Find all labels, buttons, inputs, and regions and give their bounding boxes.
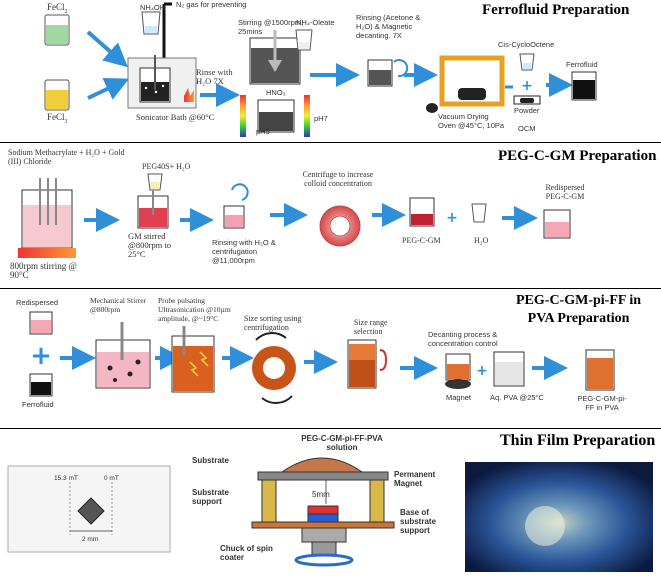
- n2-label: N₂ gas for preventing: [176, 0, 247, 9]
- sonicator-bath: [127, 55, 197, 109]
- magnet-diamond: [77, 497, 105, 525]
- size-range-label: Size range selection: [354, 318, 388, 336]
- size-sorting-ring: [252, 332, 296, 404]
- stirring-label: Stirring @1500rpm, 25mins: [238, 18, 304, 36]
- h2o-beaker: [471, 203, 487, 223]
- peg-c-gm-label: PEG-C-GM: [402, 236, 441, 245]
- rinsing-centrifuge-label: Rinsing with H₂O & centrifugation @11,00…: [212, 238, 276, 265]
- fecl3-label: FeCl3: [47, 112, 68, 125]
- ferrofluid-small-label: Ferrofluid: [22, 400, 54, 409]
- final-pva-beaker: [585, 349, 615, 391]
- flow-arrow: [86, 30, 128, 68]
- sodium-label: Sodium Methacrylate + H₂O + Gold (III) C…: [8, 148, 125, 166]
- svg-text:+: +: [476, 363, 488, 379]
- peg-c-gm-beaker: [409, 197, 435, 227]
- fecl2-label: FeCl2: [47, 2, 68, 15]
- ferrofluid-small-beaker: [29, 373, 53, 397]
- mechanical-stirrer-label: Mechanical Stirrer @800rpm: [90, 296, 147, 314]
- divider: [0, 428, 661, 429]
- cis-cyclooctene-beaker: [519, 53, 535, 71]
- fecl3-beaker: [44, 79, 70, 111]
- peg-label: PEG40S+ H₂O: [142, 162, 191, 171]
- centrifuge-label: Centrifuge to increase colloid concentra…: [302, 170, 374, 188]
- redispersed-beaker: [29, 311, 53, 335]
- decanting-magnet-beaker: [445, 353, 471, 389]
- ph9-label: pH9: [256, 127, 270, 136]
- rinse-label: Rinse with H₂O 7X: [196, 67, 233, 86]
- chuck-label: Chuck of spin coater: [220, 544, 273, 562]
- field-15-3-label: 15.3 mT: [54, 475, 78, 482]
- h2o-label: H₂O: [474, 236, 489, 245]
- ferrofluid-section: +: [44, 2, 597, 137]
- vacuum-label: Vacuum Drying Oven @45°C, 10Pa: [438, 112, 505, 130]
- gm-stirred-beaker: [137, 190, 169, 229]
- redispersed-label: Redispersed: [16, 298, 59, 307]
- ferrofluid-beaker: [571, 71, 597, 101]
- ph7-label: pH7: [314, 114, 328, 123]
- thin-film-section: [7, 457, 653, 572]
- stirring-90-label: 800rpm stirring @ 90°C: [10, 261, 77, 280]
- spin-coater-diagram: [251, 457, 395, 567]
- final-product-label: PEG-C-GM-pi-FF in PVA: [577, 394, 627, 412]
- svg-text:+: +: [521, 78, 533, 94]
- rinsing-beaker: [367, 59, 409, 87]
- fecl2-beaker: [44, 14, 70, 46]
- divider: [0, 142, 661, 143]
- svg-text:+: +: [446, 210, 458, 226]
- probe-label: Probe pulsating Ultrasonication @10µm am…: [158, 296, 231, 323]
- ferrofluid-title: Ferrofluid Preparation: [482, 2, 630, 18]
- thin-film-title: Thin Film Preparation: [500, 432, 656, 449]
- pva-solution-label: PEG-C-GM-pi-FF-PVA solution: [301, 434, 383, 452]
- gold-reaction-flask: [18, 178, 76, 258]
- flow-arrow: [87, 77, 130, 100]
- field-0-label: 0 mT: [104, 475, 119, 482]
- nh4oh-label: NH₄OH: [140, 3, 166, 12]
- base-support-label: Base of substrate support: [400, 508, 437, 535]
- vacuum-oven: [426, 55, 505, 113]
- substrate-label: Substrate: [192, 456, 229, 465]
- rinsing-label: Rinsing (Acetone & H₂O) & Magnetic decan…: [356, 13, 421, 40]
- nh4-oleate-label: NH₄-Oleate: [296, 18, 335, 27]
- ultrasonication-beaker: [171, 326, 215, 393]
- nh4-oleate-beaker: [295, 29, 313, 51]
- ph9-indicator-bar: [240, 95, 246, 137]
- hno3-label: HNO₃: [266, 88, 286, 97]
- size-range-beaker: [347, 339, 388, 389]
- ocm-label: OCM: [518, 124, 536, 133]
- powder-sample: [520, 98, 534, 103]
- decanting-label: Decanting process & concentration contro…: [428, 330, 498, 348]
- substrate-support-label: Substrate support: [192, 488, 229, 506]
- magnet-label: Magnet: [446, 393, 472, 402]
- distance-2mm-label: 2 mm: [82, 536, 99, 543]
- hno3-beaker: [257, 99, 295, 133]
- ferrofluid-label: Ferrofluid: [566, 60, 598, 69]
- svg-text:+: +: [30, 341, 52, 371]
- peg-beaker: [147, 173, 163, 191]
- five-mm-label: 5mm: [312, 490, 330, 499]
- pva-section: +: [29, 311, 615, 404]
- gm-stirred-label: GM stirred @800rpm to 25°C: [128, 231, 172, 259]
- aq-pva-label: Aq. PVA @25°C: [490, 393, 544, 402]
- sonicator-label: Sonicator Bath @60°C: [136, 112, 215, 122]
- peg-c-gm-section: +: [18, 173, 571, 258]
- rinsing-centrifuge-beaker: [223, 183, 249, 229]
- mechanical-stirrer-beaker: [95, 322, 151, 389]
- aq-pva-beaker: [493, 351, 525, 387]
- pva-title: PEG-C-GM-pi-FF in PVA Preparation: [516, 293, 642, 326]
- stirring-beaker: [249, 30, 301, 85]
- ph7-indicator-bar: [304, 95, 310, 137]
- peg-c-gm-title: PEG-C-GM Preparation: [498, 148, 657, 164]
- redispersed-peg-c-gm-beaker: [543, 209, 571, 239]
- nh4oh-beaker: [141, 11, 161, 35]
- size-sorting-label: Size sorting using centrifugation: [244, 314, 302, 332]
- redispersed-peg-label: Redispersed PEG-C-GM: [545, 183, 585, 201]
- permanent-magnet-label: Permanent Magnet: [394, 470, 436, 488]
- powder-label: Powder: [514, 106, 540, 115]
- divider: [0, 288, 661, 289]
- cis-cyclooctene-label: Cis-CycloOctene: [498, 40, 555, 49]
